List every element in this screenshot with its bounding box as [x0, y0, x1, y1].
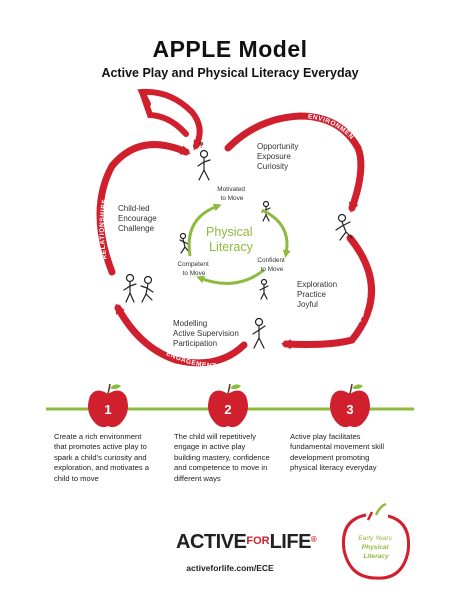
play-arrow [281, 234, 375, 350]
step-text-1: Create a rich environment that promotes … [54, 432, 149, 483]
stick-figures [123, 149, 353, 349]
center-label-confident: Confident to Move [257, 257, 286, 273]
page-title: APPLE Model [152, 36, 308, 62]
active-for-life-logo: ACTIVEFORLIFE® [176, 531, 317, 553]
stage-text-right: Exploration Practice Joyful [297, 280, 339, 309]
center-label-competent: Competent to Move [177, 261, 210, 277]
center-title: Physical Literacy [206, 225, 256, 254]
page-subtitle: Active Play and Physical Literacy Everyd… [101, 66, 359, 80]
apple-step-1 [88, 383, 128, 428]
badge-label: Early Years Physical Literacy [358, 535, 393, 560]
confident-figure-icon [259, 278, 269, 300]
step-number-3: 3 [346, 402, 353, 417]
environment-arrow [224, 112, 365, 213]
ring-label-play: PLAY [357, 303, 369, 323]
engagement-arrow [114, 303, 248, 367]
stage-text-left: Child-led Encourage Challenge [118, 204, 159, 233]
step-number-2: 2 [224, 402, 231, 417]
exploring-figure-icon [335, 213, 353, 241]
modelling-figure-icon [252, 317, 266, 349]
red-cycle-arrows [96, 88, 375, 367]
competent-figure-icon [179, 232, 190, 254]
center-label-motivated: Motivated to Move [217, 186, 247, 202]
website-link[interactable]: activeforlife.com/ECE [186, 563, 274, 573]
step-text-2: The child will repetitively engage in ac… [174, 432, 270, 483]
ring-label-relationships: RELATIONSHIPS [99, 198, 109, 260]
step-number-1: 1 [104, 402, 111, 417]
relationships-arrow [96, 141, 191, 276]
apple-step-3 [330, 383, 370, 428]
step-text-3: Active play facilitates fundamental move… [290, 432, 385, 473]
curious-figure-icon [197, 149, 211, 181]
ring-label-environment: ENVIRONMENT [0, 0, 355, 141]
early-years-badge-icon [341, 502, 411, 580]
apple-step-2 [208, 383, 248, 428]
green-cycle-arrows [187, 203, 291, 285]
stem-arrow [137, 88, 203, 151]
group-figures-icon [123, 273, 154, 303]
stage-text-bottom: Modelling Active Supervision Participati… [173, 319, 241, 348]
question-mark-icon: ? [199, 141, 204, 150]
stage-text-top-right: Opportunity Exposure Curiosity [257, 142, 301, 171]
